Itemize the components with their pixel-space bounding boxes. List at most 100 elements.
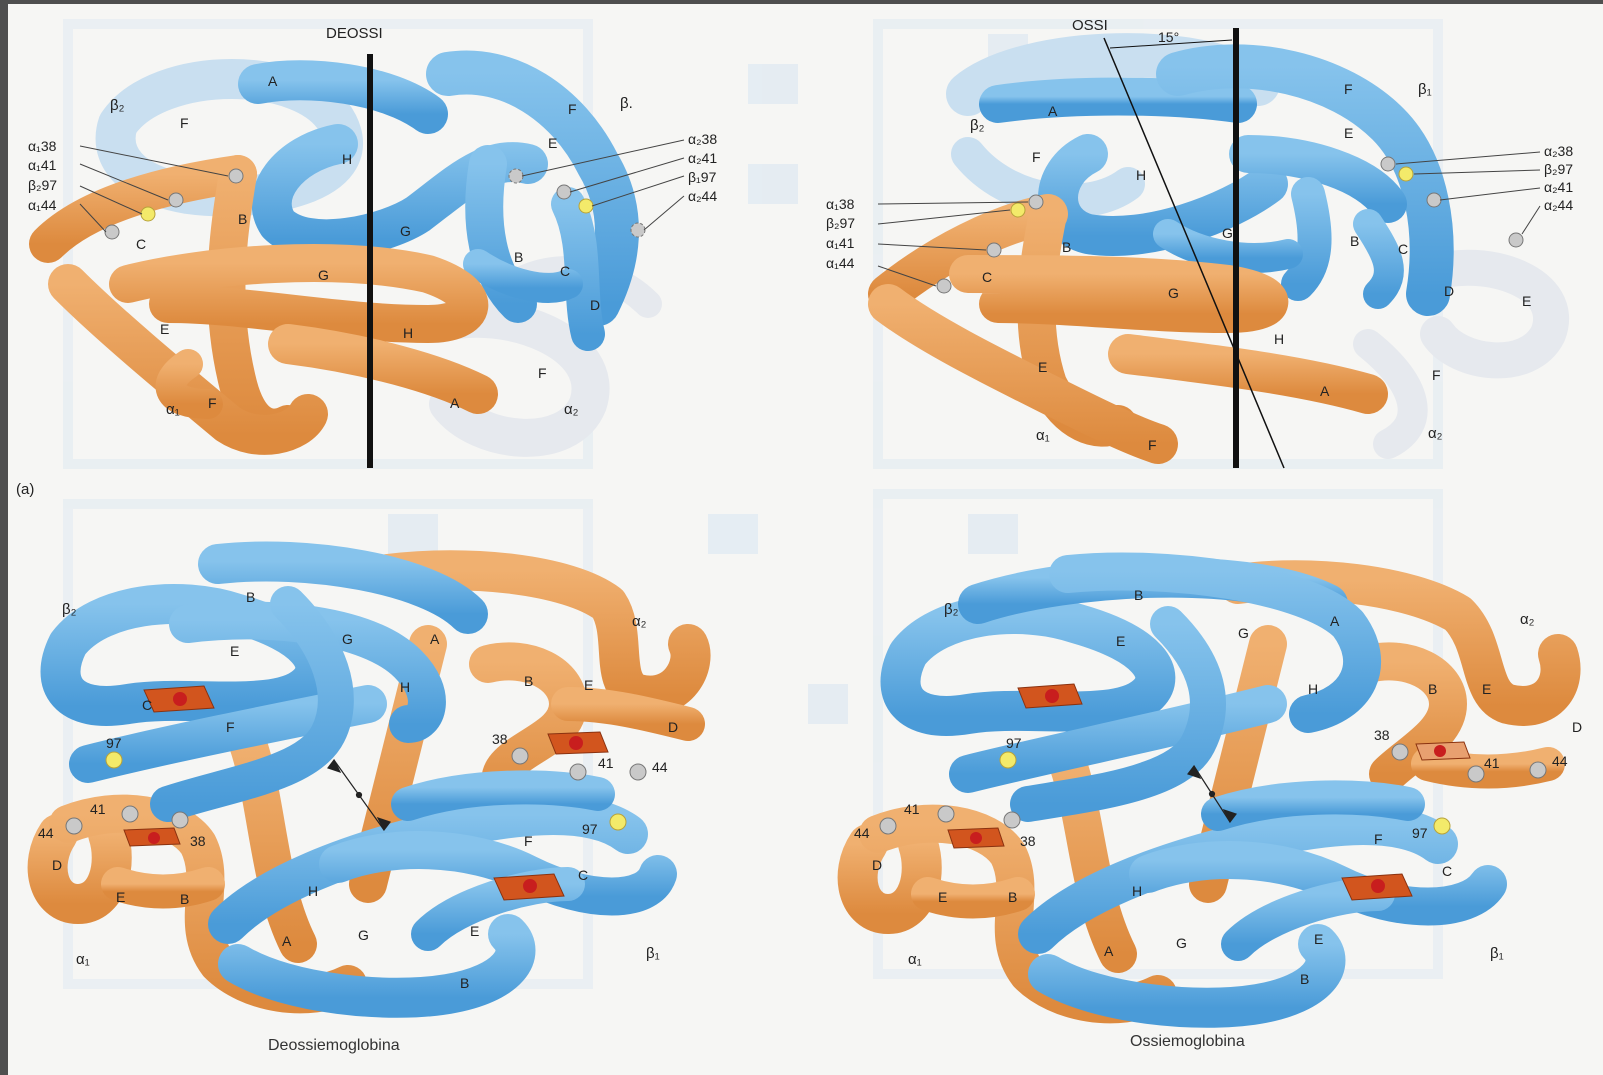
svg-text:H: H bbox=[1308, 681, 1318, 697]
svg-text:F: F bbox=[568, 101, 577, 117]
svg-text:41: 41 bbox=[1484, 755, 1500, 771]
oxy-angle-label: 15° bbox=[1158, 29, 1179, 45]
svg-text:E: E bbox=[584, 677, 593, 693]
svg-text:A: A bbox=[282, 933, 292, 949]
svg-text:97: 97 bbox=[1006, 735, 1022, 751]
svg-text:E: E bbox=[1314, 931, 1323, 947]
oxy-beta1-label: β₁ bbox=[1418, 81, 1432, 98]
svg-text:38: 38 bbox=[1020, 833, 1036, 849]
deoxy-right-residue-3: β₁97 bbox=[688, 169, 717, 185]
svg-text:β₂: β₂ bbox=[62, 601, 77, 618]
oxy-right-residue-1: α₂38 bbox=[1544, 143, 1573, 159]
panel-a-oxy: OSSI 15° α₁38 β₂97 α₁41 α₁44 α₂38 β₂97 bbox=[826, 17, 1573, 468]
svg-text:E: E bbox=[470, 923, 479, 939]
svg-text:A: A bbox=[1104, 943, 1114, 959]
oxy-right-residue-2: β₂97 bbox=[1544, 161, 1573, 177]
svg-text:D: D bbox=[872, 857, 882, 873]
svg-text:G: G bbox=[342, 631, 353, 647]
svg-text:44: 44 bbox=[854, 825, 870, 841]
svg-text:A: A bbox=[450, 395, 460, 411]
svg-text:E: E bbox=[1116, 633, 1125, 649]
svg-text:E: E bbox=[230, 643, 239, 659]
svg-text:E: E bbox=[1344, 125, 1353, 141]
svg-text:44: 44 bbox=[38, 825, 54, 841]
svg-text:A: A bbox=[430, 631, 440, 647]
svg-text:B: B bbox=[180, 891, 189, 907]
svg-text:F: F bbox=[1148, 437, 1157, 453]
oxy-right-residue-4: α₂44 bbox=[1544, 197, 1573, 213]
b-deoxy-caption: Deossiemoglobina bbox=[268, 1037, 400, 1054]
svg-text:H: H bbox=[403, 325, 413, 341]
svg-text:G: G bbox=[400, 223, 411, 239]
svg-text:β₁: β₁ bbox=[646, 945, 660, 962]
svg-text:C: C bbox=[982, 269, 992, 285]
oxy-left-residue-1: α₁38 bbox=[826, 196, 855, 212]
panel-a-label: (a) bbox=[16, 481, 34, 498]
svg-text:F: F bbox=[1344, 81, 1353, 97]
oxy-beta2-label: β₂ bbox=[970, 117, 985, 134]
b-oxy-beta-chains bbox=[901, 571, 1489, 1007]
svg-text:G: G bbox=[318, 267, 329, 283]
svg-text:D: D bbox=[590, 297, 600, 313]
svg-text:A: A bbox=[1330, 613, 1340, 629]
panel-a-deoxy: DEOSSI α₁38 α₁41 β₂97 α₁44 α₂38 α₂41 bbox=[28, 25, 717, 468]
svg-text:B: B bbox=[524, 673, 533, 689]
svg-text:F: F bbox=[538, 365, 547, 381]
svg-text:F: F bbox=[1432, 367, 1441, 383]
svg-text:F: F bbox=[1032, 149, 1041, 165]
svg-text:E: E bbox=[1522, 293, 1531, 309]
svg-text:C: C bbox=[578, 867, 588, 883]
oxy-title: OSSI bbox=[1072, 17, 1108, 34]
oxy-left-residue-2: β₂97 bbox=[826, 215, 855, 231]
svg-text:E: E bbox=[116, 889, 125, 905]
svg-text:97: 97 bbox=[1412, 825, 1428, 841]
deoxy-left-residue-1: α₁38 bbox=[28, 138, 57, 154]
svg-text:97: 97 bbox=[582, 821, 598, 837]
svg-text:G: G bbox=[358, 927, 369, 943]
svg-text:B: B bbox=[1350, 233, 1359, 249]
hemoglobin-figure: DEOSSI α₁38 α₁41 β₂97 α₁44 α₂38 α₂41 bbox=[8, 4, 1603, 1075]
svg-text:H: H bbox=[308, 883, 318, 899]
svg-text:β₁: β₁ bbox=[1490, 945, 1504, 962]
svg-text:D: D bbox=[1572, 719, 1582, 735]
svg-text:E: E bbox=[548, 135, 557, 151]
svg-text:C: C bbox=[136, 236, 146, 252]
svg-text:A: A bbox=[1320, 383, 1330, 399]
deoxy-left-residue-4: α₁44 bbox=[28, 197, 57, 213]
svg-text:B: B bbox=[514, 249, 523, 265]
svg-text:A: A bbox=[1048, 103, 1058, 119]
deoxy-left-residue-3: β₂97 bbox=[28, 177, 57, 193]
oxy-left-residue-3: α₁41 bbox=[826, 235, 855, 251]
svg-text:α₂: α₂ bbox=[1520, 611, 1535, 628]
svg-text:α₁: α₁ bbox=[76, 951, 90, 968]
svg-text:41: 41 bbox=[90, 801, 106, 817]
svg-text:α₁: α₁ bbox=[908, 951, 922, 968]
svg-text:H: H bbox=[1136, 167, 1146, 183]
svg-text:D: D bbox=[668, 719, 678, 735]
svg-text:B: B bbox=[246, 589, 255, 605]
svg-text:41: 41 bbox=[904, 801, 920, 817]
svg-text:H: H bbox=[1132, 883, 1142, 899]
svg-text:F: F bbox=[208, 395, 217, 411]
svg-text:F: F bbox=[226, 719, 235, 735]
svg-text:H: H bbox=[342, 151, 352, 167]
svg-text:A: A bbox=[268, 73, 278, 89]
svg-text:G: G bbox=[1168, 285, 1179, 301]
deoxy-right-residue-1: α₂38 bbox=[688, 131, 717, 147]
svg-text:E: E bbox=[160, 321, 169, 337]
figure-page: DEOSSI α₁38 α₁41 β₂97 α₁44 α₂38 α₂41 bbox=[8, 4, 1603, 1075]
svg-text:G: G bbox=[1222, 225, 1233, 241]
deoxy-beta1-label: β. bbox=[620, 95, 633, 112]
svg-text:41: 41 bbox=[598, 755, 614, 771]
oxy-right-residue-3: α₂41 bbox=[1544, 179, 1573, 195]
svg-text:B: B bbox=[1428, 681, 1437, 697]
svg-text:44: 44 bbox=[652, 759, 668, 775]
deoxy-title: DEOSSI bbox=[326, 25, 383, 42]
svg-text:F: F bbox=[180, 115, 189, 131]
svg-text:C: C bbox=[560, 263, 570, 279]
svg-text:F: F bbox=[1374, 831, 1383, 847]
svg-text:G: G bbox=[1176, 935, 1187, 951]
svg-text:C: C bbox=[142, 697, 152, 713]
svg-text:D: D bbox=[52, 857, 62, 873]
svg-text:α₂: α₂ bbox=[632, 613, 647, 630]
